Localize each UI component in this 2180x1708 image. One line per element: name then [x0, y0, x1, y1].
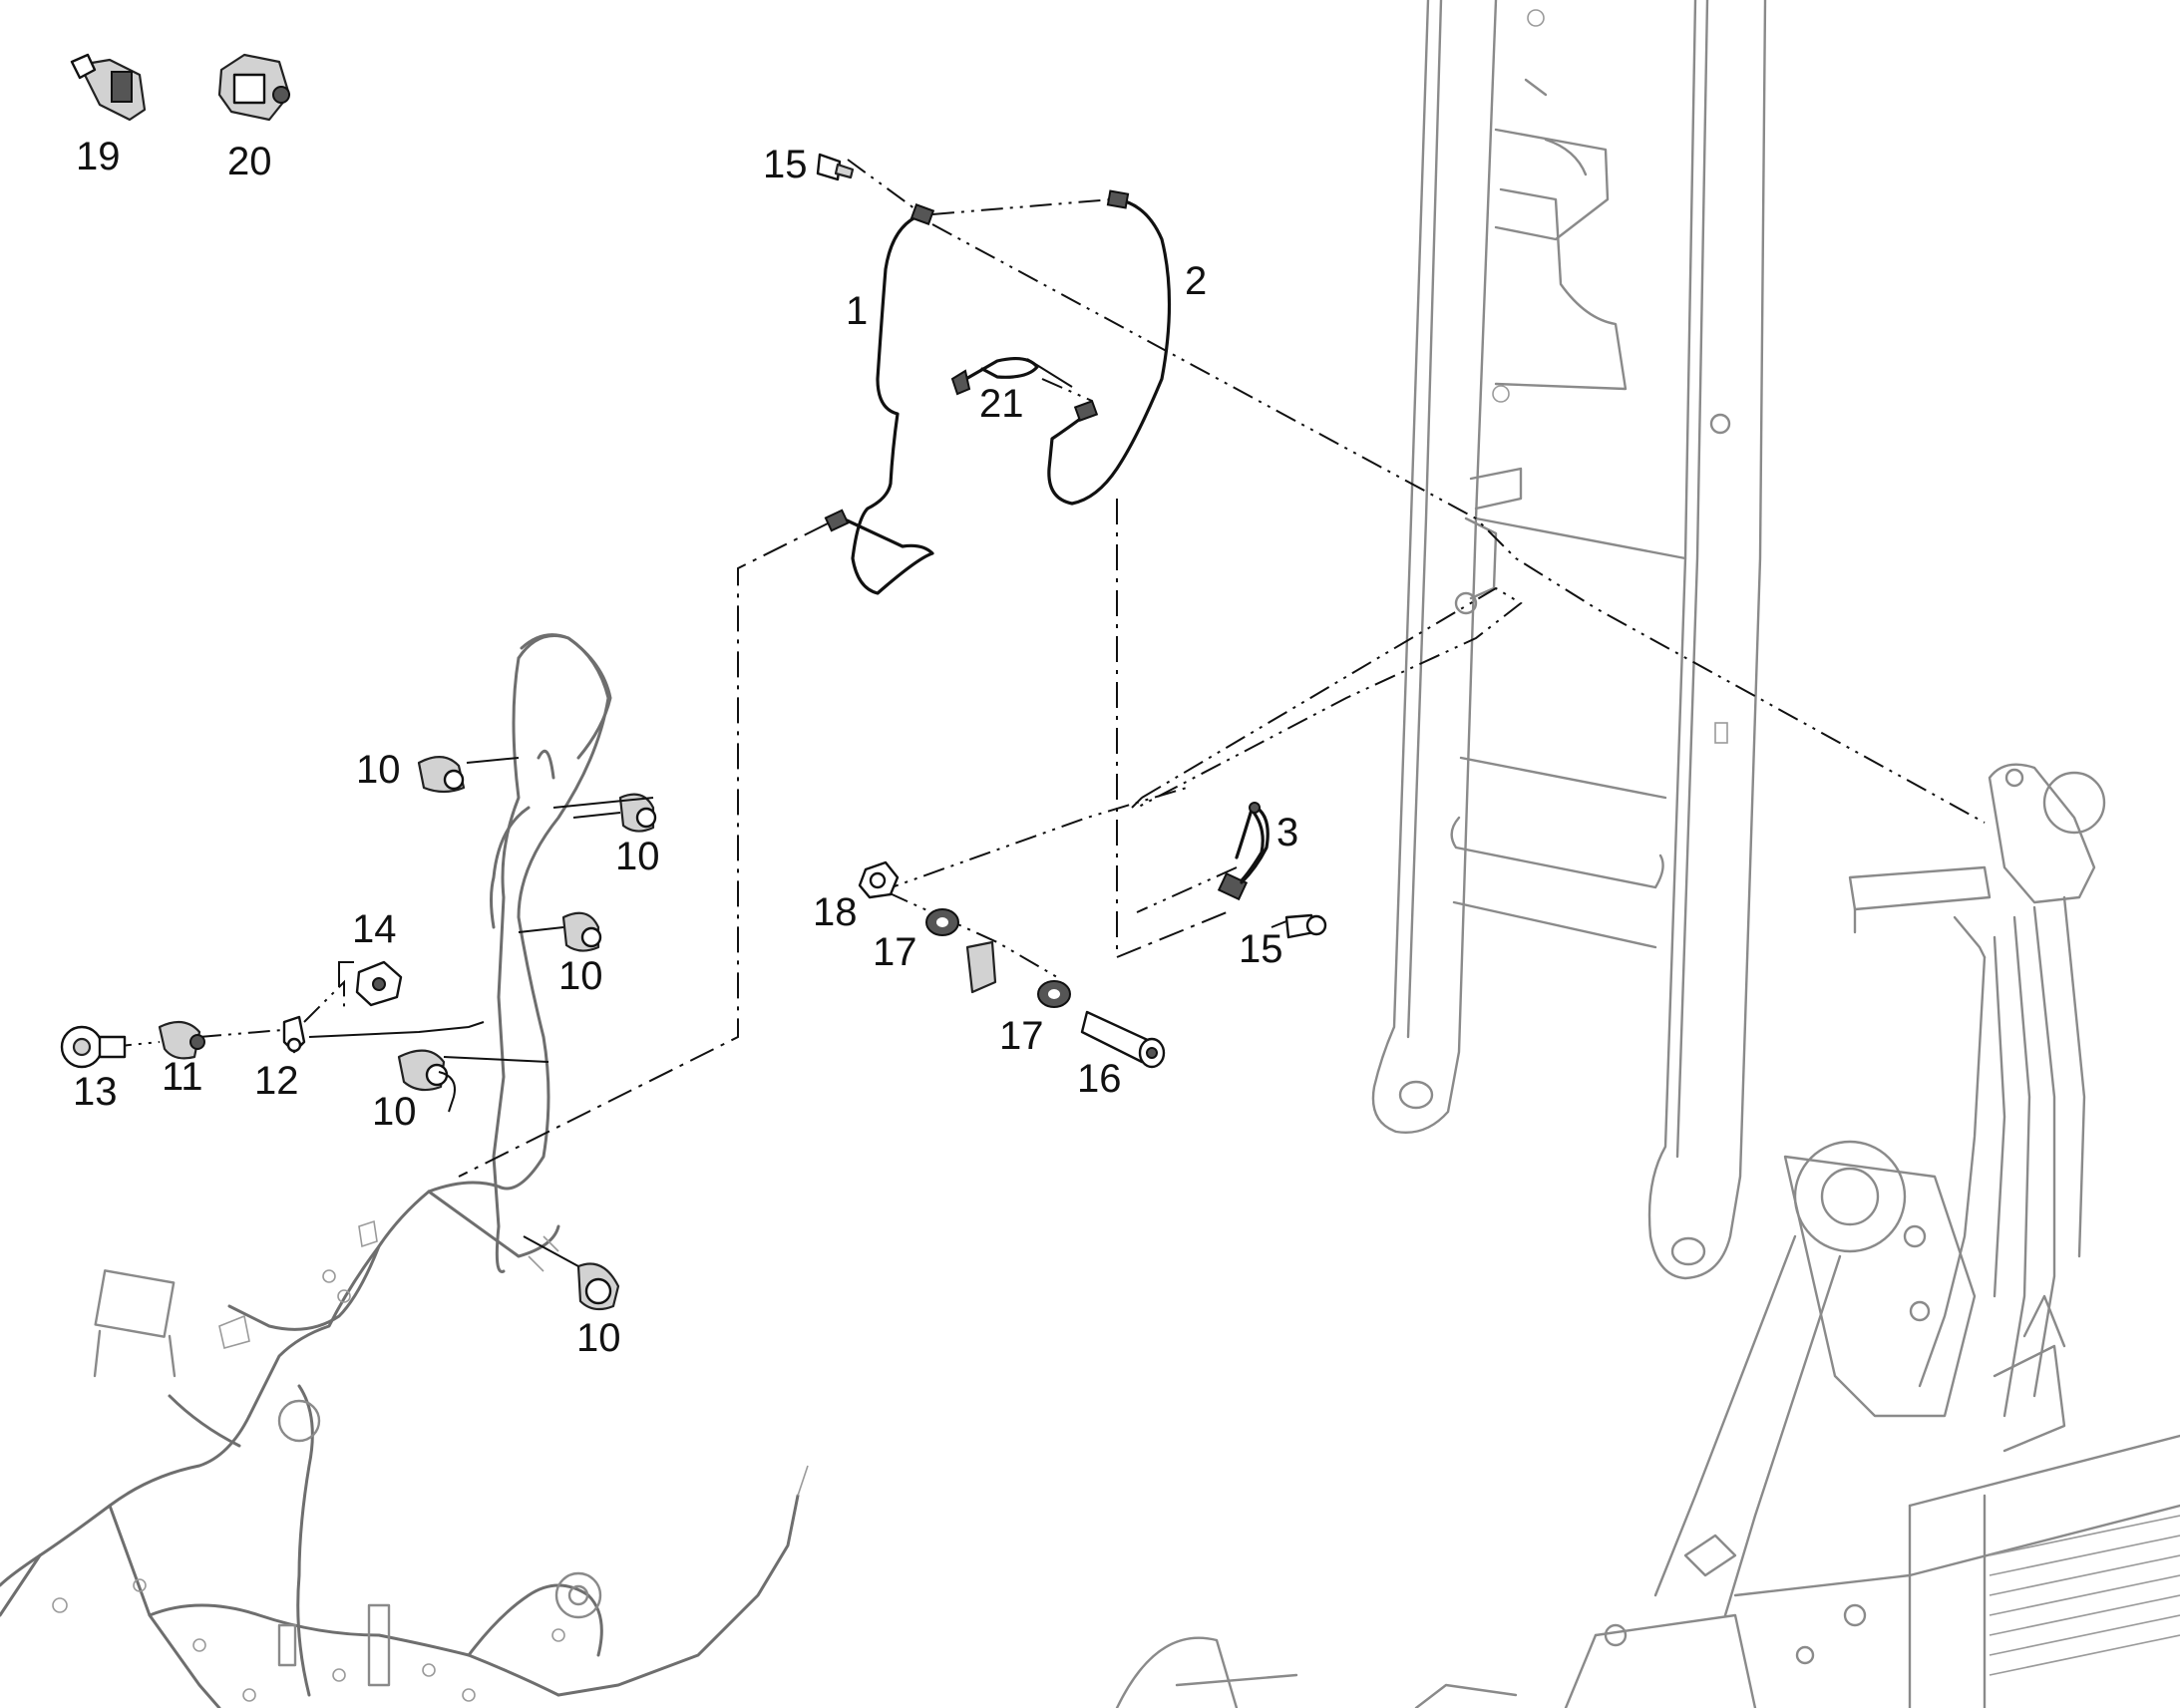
- callout-10a: 10: [356, 748, 401, 792]
- leader-lines: [308, 358, 1073, 1267]
- boom-base-background: [1115, 763, 2180, 1708]
- callout-13: 13: [73, 1070, 118, 1114]
- bolt-13-part: [60, 1025, 127, 1069]
- callout-17b: 17: [999, 1014, 1044, 1058]
- clamp-10d-part: [397, 1049, 449, 1092]
- callout-11: 11: [162, 1055, 203, 1099]
- callout-3: 3: [1276, 811, 1298, 854]
- callout-10b: 10: [615, 835, 660, 878]
- callout-10c: 10: [558, 954, 603, 998]
- sensor-harness: [490, 633, 612, 929]
- callout-18: 18: [813, 890, 858, 934]
- nut-14-part: [355, 960, 403, 1007]
- pin-16-part: [1080, 1010, 1166, 1069]
- callout-2: 2: [1185, 259, 1207, 303]
- connector-20-part: [217, 53, 291, 122]
- callout-21: 21: [979, 382, 1024, 426]
- screw-15-top-part: [816, 153, 855, 181]
- callout-14: 14: [352, 907, 397, 951]
- callout-1: 1: [846, 289, 868, 333]
- clip-11-part: [158, 1020, 205, 1060]
- screw-15-lower-part: [1284, 913, 1327, 939]
- callout-labels: 1 2 3 10 10 10 10 10 11 12 13 14 15 15 1…: [73, 135, 1298, 1360]
- callout-16: 16: [1077, 1057, 1122, 1101]
- connector-19-part: [70, 53, 147, 122]
- clamp-10b-part: [618, 793, 657, 833]
- assembly-lines: [109, 159, 1986, 1178]
- clamp-10c-part: [561, 911, 602, 952]
- callout-10d: 10: [372, 1090, 417, 1134]
- bracket-part: [965, 940, 997, 994]
- callout-15a: 15: [763, 143, 808, 186]
- nut-18-part: [858, 860, 900, 899]
- main-harness-background: [0, 634, 809, 1708]
- callout-15b: 15: [1239, 927, 1283, 971]
- callout-12: 12: [254, 1059, 299, 1103]
- clamp-10a-part: [417, 756, 466, 794]
- clamp-10e-part: [576, 1262, 620, 1311]
- callout-19: 19: [76, 135, 121, 178]
- sensor-3-part: [1240, 802, 1270, 884]
- callout-10e: 10: [576, 1316, 621, 1360]
- clip-12-part: [282, 1015, 306, 1054]
- cable-tie-21-part: [950, 356, 1039, 396]
- callout-20: 20: [227, 140, 272, 183]
- washer-17b-part: [1037, 980, 1071, 1008]
- callout-17a: 17: [873, 930, 917, 974]
- washer-17a-part: [925, 908, 959, 936]
- boom-mast-background: [1371, 0, 1767, 1280]
